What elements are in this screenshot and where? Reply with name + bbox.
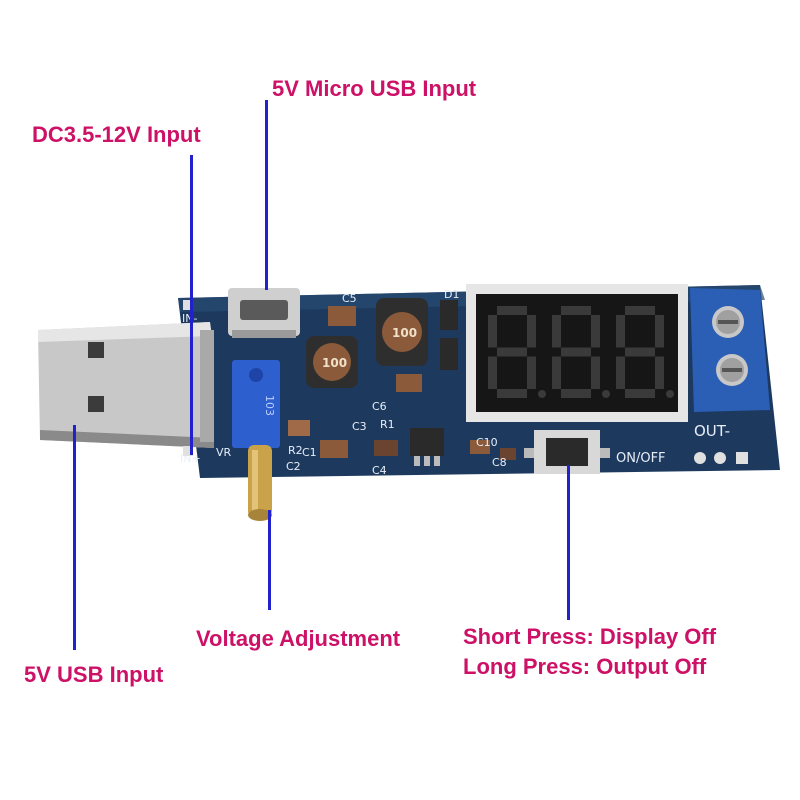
seven-segment-display	[466, 284, 688, 422]
pcb-c4: C4	[372, 464, 387, 477]
display-segment	[527, 315, 536, 348]
pot-code: 103	[263, 395, 276, 416]
display-decimal-point	[666, 390, 674, 398]
pcb-d1: D1	[444, 288, 459, 301]
pcb-c10: C10	[476, 436, 498, 449]
inductor-left: 100	[306, 336, 358, 388]
pcb-c8: C8	[492, 456, 507, 469]
display-segment	[561, 389, 591, 398]
display-segment	[497, 306, 527, 315]
pcb-c2: C2	[286, 460, 301, 473]
display-segment	[655, 356, 664, 389]
pointer-line-usb-input	[73, 425, 76, 650]
smd-components	[288, 300, 516, 466]
pointer-line-voltage-adjustment	[268, 510, 271, 610]
display-segment	[552, 315, 561, 348]
output-pads	[694, 452, 748, 464]
display-segment	[616, 356, 625, 389]
display-decimal-point	[538, 390, 546, 398]
pointer-line-micro-usb	[265, 100, 268, 290]
display-segment	[488, 356, 497, 389]
pcb-c1: C1	[302, 446, 317, 459]
display-segment	[591, 315, 600, 348]
display-segment	[527, 356, 536, 389]
inductor-right-value: 100	[392, 326, 417, 340]
pointer-line-button	[567, 465, 570, 620]
display-decimal-point	[602, 390, 610, 398]
display-segment	[625, 389, 655, 398]
pcb-in-minus: IN-	[182, 312, 197, 325]
pointer-line-dc-input	[190, 155, 193, 455]
display-segment	[655, 315, 664, 348]
potentiometer: 103	[232, 360, 280, 448]
display-segment	[561, 306, 591, 315]
pcb-c3: C3	[352, 420, 367, 433]
label-micro-usb-input: 5V Micro USB Input	[272, 76, 477, 101]
pcb-out-minus: OUT-	[694, 422, 730, 440]
display-segment	[625, 347, 655, 357]
pcb-c6: C6	[372, 400, 387, 413]
pcb-r2: R2	[288, 444, 303, 457]
micro-usb-port	[228, 288, 300, 338]
display-segment	[552, 356, 561, 389]
label-voltage-adjustment: Voltage Adjustment	[196, 626, 401, 651]
display-segment	[497, 389, 527, 398]
pcb-c5: C5	[342, 292, 357, 305]
usb-a-plug	[38, 322, 214, 448]
terminal-block	[690, 288, 770, 412]
label-dc-input: DC3.5-12V Input	[32, 122, 201, 147]
input-pads	[183, 300, 193, 456]
display-segment	[625, 306, 655, 315]
inductor-left-value: 100	[322, 356, 347, 370]
pcb-on-off: ON/OFF	[616, 451, 666, 466]
display-segment	[561, 347, 591, 357]
pcb-vr: VR	[216, 446, 232, 459]
inductor-right: 100	[376, 298, 428, 366]
display-segment	[616, 315, 625, 348]
brass-adjust-shaft	[248, 445, 272, 521]
label-usb-input: 5V USB Input	[24, 662, 164, 687]
label-button-long-press: Long Press: Output Off	[463, 654, 707, 679]
pcb-r1: R1	[380, 418, 395, 431]
display-segment	[591, 356, 600, 389]
display-segment	[497, 347, 527, 357]
display-segment	[488, 315, 497, 348]
display-digits	[488, 306, 674, 398]
pcb-silkscreen: IN- IN+ VR C5 D1 C6 C3 R1 C2 C1 R2 C4 C1…	[180, 288, 507, 477]
label-button-short-press: Short Press: Display Off	[463, 624, 717, 649]
